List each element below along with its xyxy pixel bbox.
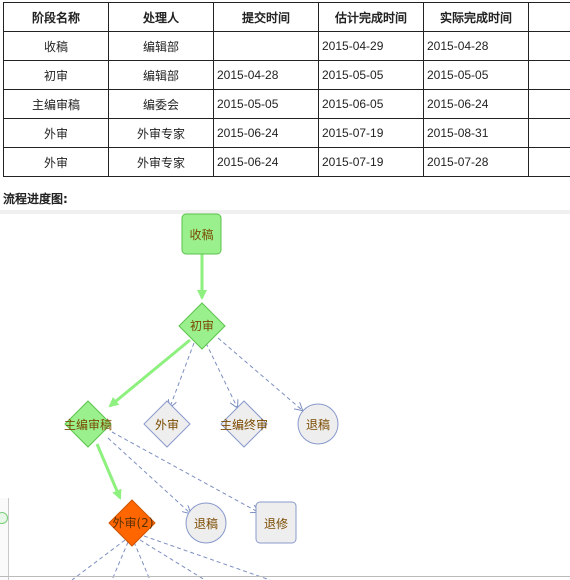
cell-extra <box>528 31 570 61</box>
cell-handler: 编委会 <box>108 89 214 119</box>
cell-stage: 收稿 <box>3 31 109 61</box>
node-external-review-a[interactable] <box>143 400 191 448</box>
cell-handler: 外审专家 <box>108 147 214 177</box>
cell-estimated: 2015-07-19 <box>318 147 424 177</box>
edge-external2-out-1 <box>71 539 126 580</box>
header-submit-time: 提交时间 <box>213 2 319 32</box>
edge-initial-to-reject-a <box>217 337 302 410</box>
edge-chief-to-external2 <box>95 443 122 500</box>
cell-stage: 外审 <box>3 118 109 148</box>
node-external-review-a-label: 外审 <box>155 417 179 432</box>
flow-chart-area: 收稿 初审 主编审稿 外审 主编终审 退稿 外审(2) 退稿 退修 <box>0 210 570 580</box>
cell-submit: 2015-04-28 <box>213 60 319 90</box>
node-chief-final-label: 主编终审 <box>220 417 268 432</box>
cell-estimated: 2015-05-05 <box>318 60 424 90</box>
node-reject-b[interactable] <box>185 502 227 544</box>
cell-submit: 2015-06-24 <box>213 147 319 177</box>
table-row: 收稿 编辑部 2015-04-29 2015-04-28 <box>3 31 570 61</box>
node-revise-label: 退修 <box>264 516 288 531</box>
cell-actual: 2015-06-24 <box>423 89 529 119</box>
node-reject-b-label: 退稿 <box>194 516 218 531</box>
cell-estimated: 2015-04-29 <box>318 31 424 61</box>
cell-extra <box>528 147 570 177</box>
bottom-divider <box>0 576 570 577</box>
cell-extra <box>528 89 570 119</box>
cell-extra <box>528 60 570 90</box>
node-chief-final[interactable] <box>220 400 268 448</box>
header-stage-name: 阶段名称 <box>3 2 109 32</box>
header-actual-time: 实际完成时间 <box>423 2 529 32</box>
cell-estimated: 2015-07-19 <box>318 118 424 148</box>
edge-initial-to-external-a <box>170 342 195 407</box>
node-revise[interactable] <box>255 501 297 544</box>
node-chief-review[interactable] <box>64 400 112 448</box>
cell-actual: 2015-04-28 <box>423 31 529 61</box>
header-handler: 处理人 <box>108 2 214 32</box>
table-header-row: 阶段名称 处理人 提交时间 估计完成时间 实际完成时间 <box>3 2 570 32</box>
cell-submit <box>213 31 319 61</box>
edge-external2-out-3 <box>133 541 151 580</box>
node-chief-review-label: 主编审稿 <box>64 417 112 432</box>
cell-estimated: 2015-06-05 <box>318 89 424 119</box>
node-external-review-2-label: 外审(2) <box>113 515 154 530</box>
cell-actual: 2015-05-05 <box>423 60 529 90</box>
table-row: 外审 外审专家 2015-06-24 2015-07-19 2015-07-28 <box>3 147 570 177</box>
node-reject-a[interactable] <box>297 403 339 445</box>
table-row: 初审 编辑部 2015-04-28 2015-05-05 2015-05-05 <box>3 60 570 90</box>
edge-external2-out-5 <box>143 535 271 580</box>
node-external-review-2[interactable] <box>108 499 156 547</box>
edge-initial-to-chief <box>108 338 191 408</box>
stage-table: 阶段名称 处理人 提交时间 估计完成时间 实际完成时间 收稿 编辑部 2015-… <box>3 2 570 177</box>
flow-chart: 收稿 初审 主编审稿 外审 主编终审 退稿 外审(2) 退稿 退修 <box>64 213 339 580</box>
flow-top-band <box>0 210 570 214</box>
cell-submit: 2015-05-05 <box>213 89 319 119</box>
cell-handler: 外审专家 <box>108 118 214 148</box>
cell-actual: 2015-07-28 <box>423 147 529 177</box>
status-dot-icon <box>0 512 8 524</box>
edge-external2-out-2 <box>111 541 129 580</box>
cell-actual: 2015-08-31 <box>423 118 529 148</box>
edge-chief-to-revise <box>111 431 258 512</box>
edge-chief-to-reject-b <box>107 437 190 513</box>
cell-stage: 外审 <box>3 147 109 177</box>
header-extra <box>528 2 570 32</box>
node-receive-label: 收稿 <box>189 227 213 242</box>
edge-external2-out-4 <box>139 539 206 580</box>
table-row: 外审 外审专家 2015-06-24 2015-07-19 2015-08-31 <box>3 118 570 148</box>
cell-handler: 编辑部 <box>108 60 214 90</box>
node-receive[interactable] <box>181 213 222 255</box>
edge-initial-to-chief-final <box>205 342 237 407</box>
cell-stage: 初审 <box>3 60 109 90</box>
cell-stage: 主编审稿 <box>3 89 109 119</box>
scroll-edge[interactable] <box>0 498 9 580</box>
node-initial-review[interactable] <box>178 302 226 350</box>
node-initial-review-label: 初审 <box>190 318 214 333</box>
cell-handler: 编辑部 <box>108 31 214 61</box>
header-estimated-time: 估计完成时间 <box>318 2 424 32</box>
flow-section-title: 流程进度图: <box>3 192 68 206</box>
node-reject-a-label: 退稿 <box>306 417 330 432</box>
cell-submit: 2015-06-24 <box>213 118 319 148</box>
cell-extra <box>528 118 570 148</box>
table-row: 主编审稿 编委会 2015-05-05 2015-06-05 2015-06-2… <box>3 89 570 119</box>
